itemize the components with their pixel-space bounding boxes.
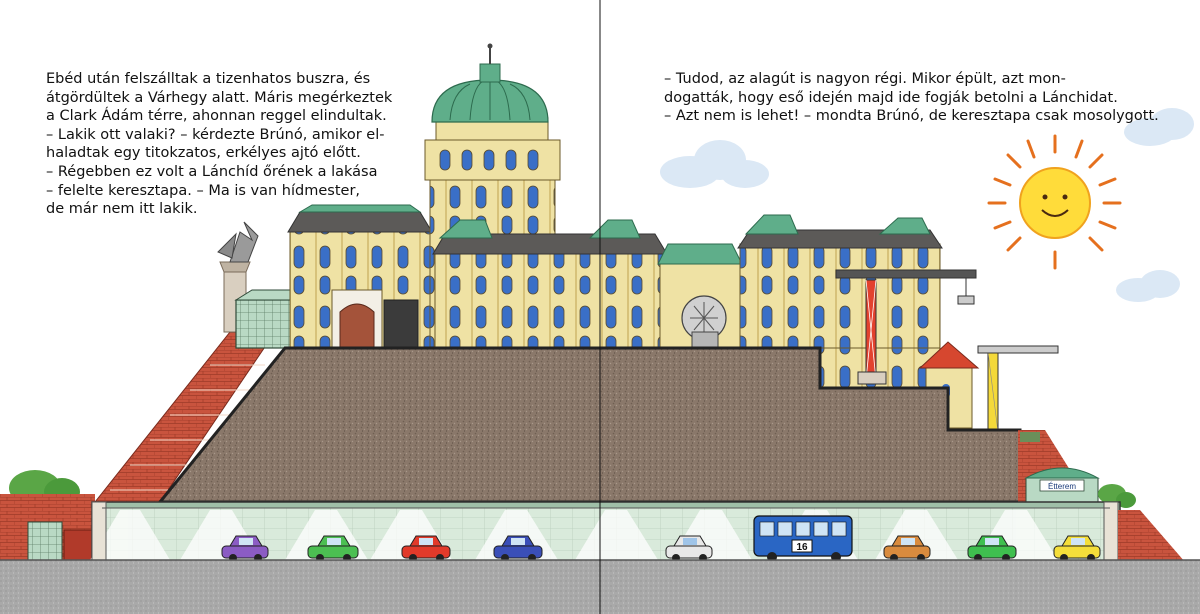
bus-16: 16 — [753, 515, 853, 562]
tunnel-portal-left — [63, 529, 95, 561]
tunnel — [90, 501, 1121, 563]
car-5 — [665, 535, 713, 562]
right-ramp — [1118, 510, 1185, 562]
text-line: de már nem itt lakik. — [46, 201, 198, 218]
text-line: a Clark Ádám térre, ahonnan reggel elind… — [46, 108, 387, 125]
cloud-right-low — [1116, 270, 1180, 302]
text-line: dogatták, hogy eső idején majd ide fogjá… — [664, 89, 1118, 106]
stair-steps — [110, 364, 265, 491]
crane-yellow — [977, 345, 1059, 433]
right-bushes — [1098, 484, 1136, 508]
sun-icon — [987, 134, 1122, 270]
text-line: Ebéd után felszálltak a tizenhatos buszr… — [46, 71, 371, 87]
text-line: – Tudod, az alagút is nagyon régi. Mikor… — [664, 71, 1066, 87]
cloud-right-top — [1124, 108, 1194, 146]
text-line: átgördültek a Várhegy alatt. Máris megér… — [46, 89, 393, 106]
text-line: haladtak egy titokzatos, erkélyes ajtó e… — [46, 145, 361, 162]
car-8 — [1053, 535, 1101, 562]
text-line: – Azt nem is lehet! – mondta Brúnó, de k… — [664, 108, 1159, 125]
car-7 — [967, 535, 1017, 562]
right-page-text: – Tudod, az alagút is nagyon régi. Mikor… — [664, 70, 1159, 126]
restaurant-kiosk: Étterem — [1024, 467, 1100, 505]
royal-palace — [287, 43, 943, 389]
bus-number: 16 — [796, 542, 808, 553]
text-line: – Lakik ott valaki? – kérdezte Brúnó, am… — [46, 126, 385, 143]
text-line: – felelte keresztapa. – Ma is van hídmes… — [46, 182, 361, 199]
text-line: – Régebben ez volt a Lánchíd őrének a la… — [46, 163, 378, 180]
left-glass-kiosk — [27, 521, 63, 561]
restaurant-sign: Étterem — [1048, 482, 1076, 491]
cloud-left — [660, 140, 769, 188]
crane-red — [835, 269, 977, 385]
car-2 — [307, 535, 359, 562]
left-page-text: Ebéd után felszálltak a tizenhatos buszr… — [46, 70, 392, 219]
